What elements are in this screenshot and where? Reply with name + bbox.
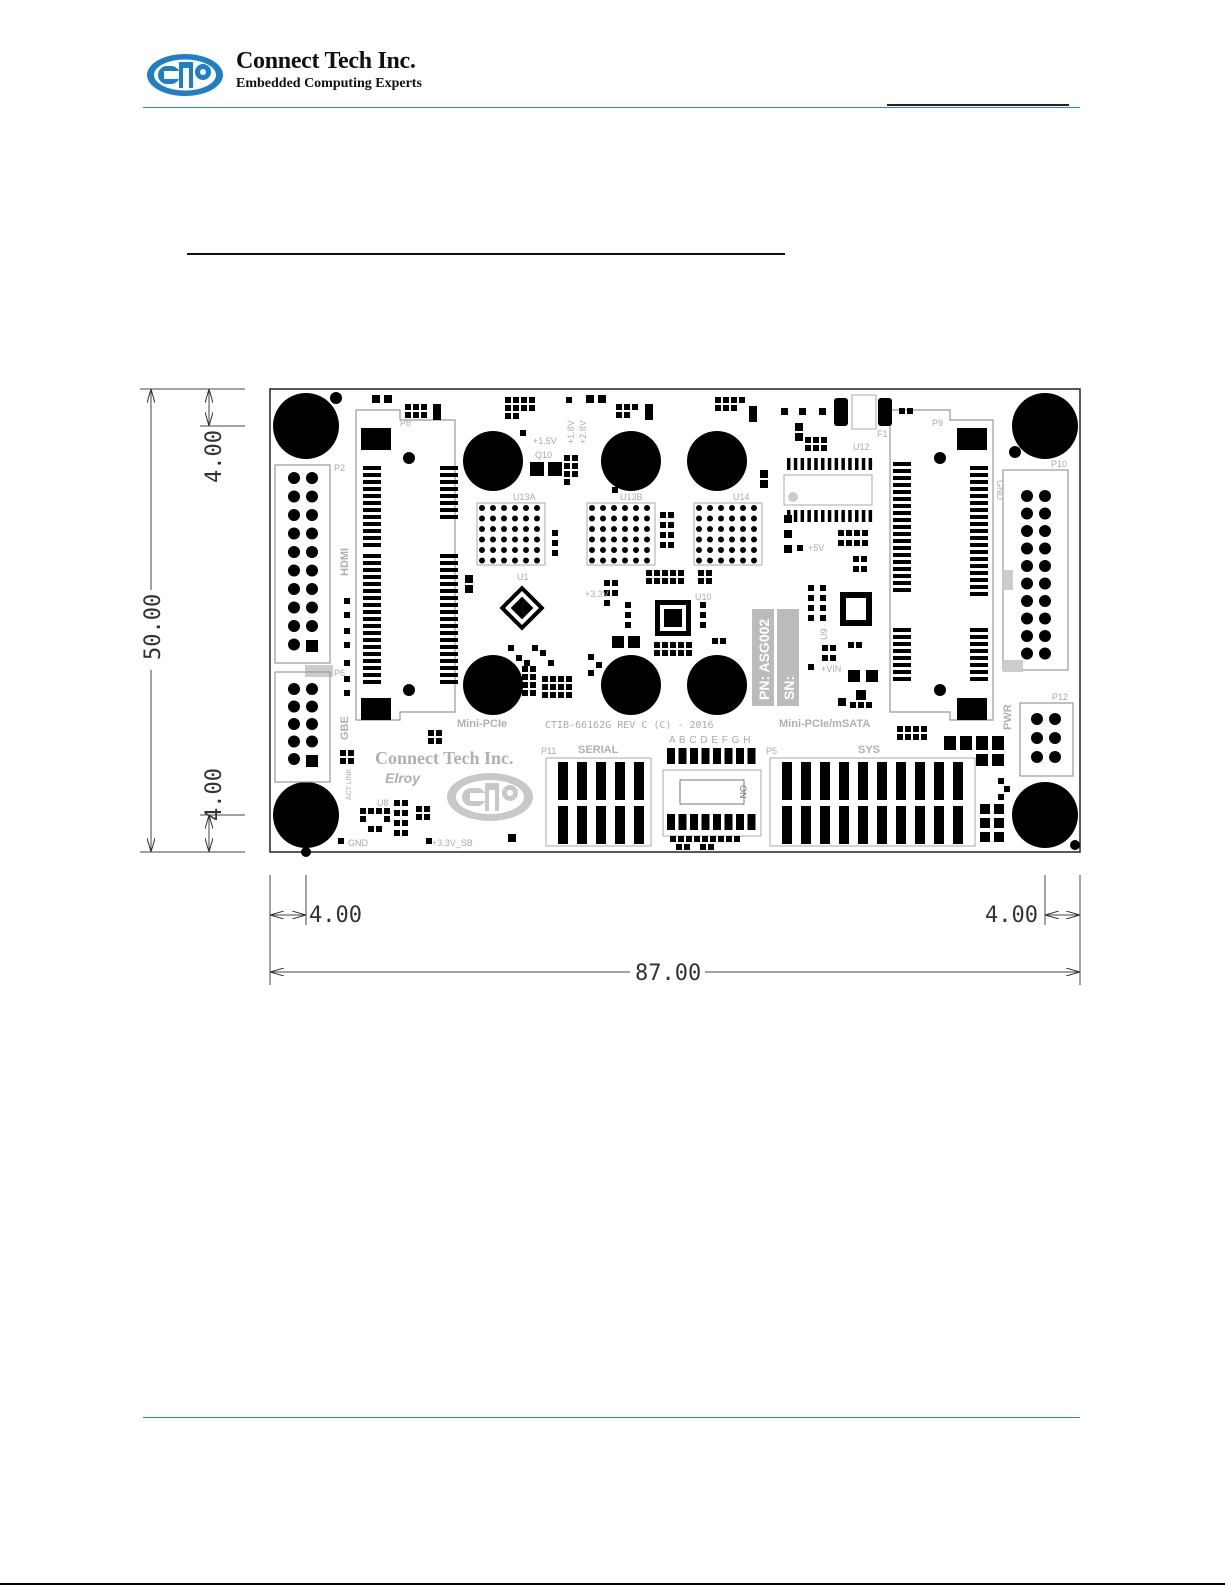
company-logo-icon	[145, 52, 225, 103]
label-serial: SERIAL	[578, 744, 619, 756]
mounting-holes	[273, 392, 1080, 857]
label-p6: P6	[334, 668, 345, 678]
label-v18: +1.8V	[566, 420, 576, 444]
label-u14: U14	[733, 492, 750, 502]
label-hdmi: HDMI	[339, 548, 351, 576]
label-u8: U8	[377, 798, 389, 808]
label-vin: +VIN	[821, 664, 841, 674]
standoff-holes	[403, 431, 946, 715]
section-title-rule	[187, 253, 785, 255]
label-p2: P2	[334, 463, 345, 473]
label-v33: +3.3V	[585, 589, 609, 599]
connector-p2-hdmi	[274, 464, 333, 677]
bga-arrays	[476, 502, 763, 566]
connector-p12	[1019, 702, 1074, 777]
label-leds: A B C D E F G H	[669, 735, 751, 746]
label-u9: U9	[819, 628, 829, 640]
label-mini-pcie-msata: Mini-PCIe/mSATA	[779, 718, 870, 730]
connector-p6-gbe	[274, 671, 331, 783]
socket-p9-mini-pcie-msata	[889, 409, 994, 721]
label-gbe: GBE	[339, 716, 351, 740]
label-v15: +1.5V	[533, 436, 557, 446]
dim-bottom-offset-text: 4.00	[202, 768, 227, 821]
label-p5: P5	[766, 746, 777, 756]
fuse-f1	[834, 398, 848, 426]
label-q10: Q10	[535, 450, 552, 460]
chip-u10	[655, 600, 691, 636]
connector-p11-serial	[545, 757, 652, 847]
pn-text: PN: ASG002	[756, 619, 772, 700]
silk-company-name: Connect Tech Inc.	[375, 748, 514, 768]
label-u13b: U13B	[620, 492, 643, 502]
dimension-texts: 50.00 4.00 4.00 4.00 4.00 87.00	[140, 430, 1038, 986]
label-act-link: ACT LINK	[346, 768, 353, 800]
chip-u12	[783, 458, 873, 522]
label-gnd-bottom: GND	[348, 838, 369, 848]
label-f1: F1	[877, 429, 888, 439]
dim-height-text: 50.00	[141, 594, 166, 660]
header-rule	[143, 107, 1080, 108]
connector-p10	[1002, 469, 1069, 672]
pn-label-box	[752, 609, 774, 706]
document-id-rule	[887, 104, 1069, 106]
page-bottom-edge	[0, 1583, 1225, 1585]
label-p11: P11	[541, 746, 556, 756]
label-v5: +5V	[808, 543, 824, 553]
label-3v3-sb: +3.3V_SB	[432, 838, 473, 848]
label-v28: +2.8V	[578, 420, 588, 444]
label-sys: SYS	[858, 744, 880, 756]
company-tagline: Embedded Computing Experts	[236, 76, 422, 91]
label-u10: U10	[695, 592, 712, 602]
brand-block: Connect Tech Inc. Embedded Computing Exp…	[236, 48, 422, 92]
dim-left-offset-text: 4.00	[309, 903, 362, 928]
pcb-board: PN: ASG002 SN:	[269, 388, 1081, 857]
footer-rule	[143, 1417, 1080, 1418]
label-u1: U1	[517, 572, 529, 582]
label-p8: P8	[400, 418, 411, 428]
silk-product-name: Elroy	[385, 770, 421, 786]
dip-switch	[662, 748, 762, 837]
label-p9: P9	[932, 418, 943, 428]
label-gnd-top: GND	[995, 480, 1005, 501]
label-mini-pcie: Mini-PCIe	[457, 718, 507, 730]
label-u12: U12	[853, 442, 870, 452]
company-name: Connect Tech Inc.	[236, 48, 416, 74]
label-on: ON	[738, 785, 748, 799]
chip-u9	[840, 592, 872, 626]
board-rev-text: CTIB-66162G REV C (C) - 2016	[545, 720, 714, 731]
dim-width-text: 87.00	[635, 961, 701, 986]
sn-label-box	[777, 609, 799, 706]
dim-right-offset-text: 4.00	[985, 903, 1038, 928]
label-p12: P12	[1052, 692, 1068, 702]
sn-text: SN:	[781, 676, 797, 700]
dim-top-offset-text: 4.00	[202, 430, 227, 483]
label-u13a: U13A	[513, 492, 536, 502]
label-p10: P10	[1051, 459, 1067, 469]
label-pwr: PWR	[1002, 704, 1014, 730]
silk-logo-icon	[447, 773, 533, 821]
connector-p5-sys	[769, 757, 976, 847]
